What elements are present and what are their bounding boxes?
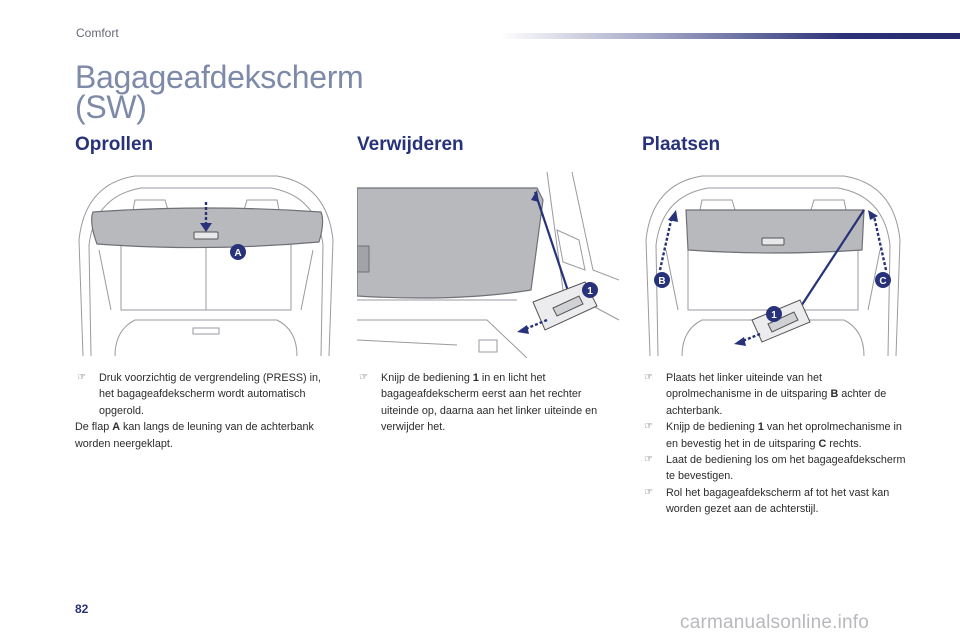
callout-label: 1: [771, 310, 777, 321]
luggage-cover: [685, 209, 865, 254]
pointing-hand-icon: ☞: [644, 372, 653, 383]
illustration-plaatsen: B C 1: [642, 170, 904, 358]
instruction-step: ☞ Druk voorzichtig de vergrendeling (PRE…: [77, 372, 322, 417]
instruction-step: ☞ Plaats het linker uiteinde van het opr…: [644, 372, 887, 417]
pointing-hand-icon: ☞: [359, 372, 368, 383]
callout-label: B: [658, 276, 665, 287]
instruction-step: ☞ Knijp de bediening 1 in en licht het b…: [359, 372, 598, 434]
callout-label: 1: [587, 286, 593, 297]
header-bar: [500, 33, 960, 39]
pointing-hand-icon: ☞: [644, 421, 653, 433]
instructions-oprollen: ☞ Druk voorzichtig de vergrendeling (PRE…: [75, 370, 339, 452]
pointing-hand-icon: ☞: [77, 372, 86, 383]
page-title-line-2: (SW): [75, 89, 147, 125]
pointing-hand-icon: ☞: [644, 454, 653, 466]
illustration-verwijderen: 1: [357, 170, 619, 358]
illustration-oprollen: A: [75, 170, 337, 358]
callout-a-icon: A: [230, 244, 246, 260]
instruction-note: De flap A kan langs de leuning van de ac…: [75, 421, 314, 450]
instructions-verwijderen: ☞ Knijp de bediening 1 in en licht het b…: [357, 370, 621, 436]
section-label: Comfort: [76, 26, 119, 40]
cover-removal-illustration: 1: [357, 171, 619, 358]
callout-1-icon: 1: [582, 282, 598, 298]
page-title: Bagageafdekscherm (SW): [75, 59, 364, 125]
cover-installation-illustration: B C 1: [645, 175, 901, 357]
luggage-cover: [357, 187, 544, 299]
column-heading: Verwijderen: [357, 134, 464, 155]
instruction-step: ☞ Laat de bediening los om het bagageafd…: [644, 454, 906, 483]
column-oprollen: Oprollen A: [75, 134, 339, 452]
callout-b-icon: B: [654, 272, 670, 288]
instruction-step: ☞ Knijp de bediening 1 van het oprolmech…: [644, 421, 902, 450]
callout-label: A: [234, 248, 241, 259]
column-heading: Plaatsen: [642, 134, 721, 155]
column-plaatsen: Plaatsen: [642, 134, 906, 518]
column-heading: Oprollen: [75, 134, 154, 155]
instruction-step: ☞ Rol het bagageafdekscherm af tot het v…: [644, 486, 890, 516]
page-title-line-1: Bagageafdekscherm: [75, 59, 364, 95]
page-number: 82: [75, 602, 89, 616]
column-verwijderen: Verwijderen 1: [357, 134, 621, 436]
instructions-plaatsen: ☞ Plaats het linker uiteinde van het opr…: [642, 370, 906, 518]
pointing-hand-icon: ☞: [644, 486, 653, 498]
callout-1-icon: 1: [766, 306, 782, 322]
trunk-rear-view-illustration: A: [78, 175, 334, 357]
callout-c-icon: C: [875, 272, 891, 288]
watermark: carmanualsonline.info: [680, 612, 870, 633]
callout-label: C: [879, 276, 886, 287]
